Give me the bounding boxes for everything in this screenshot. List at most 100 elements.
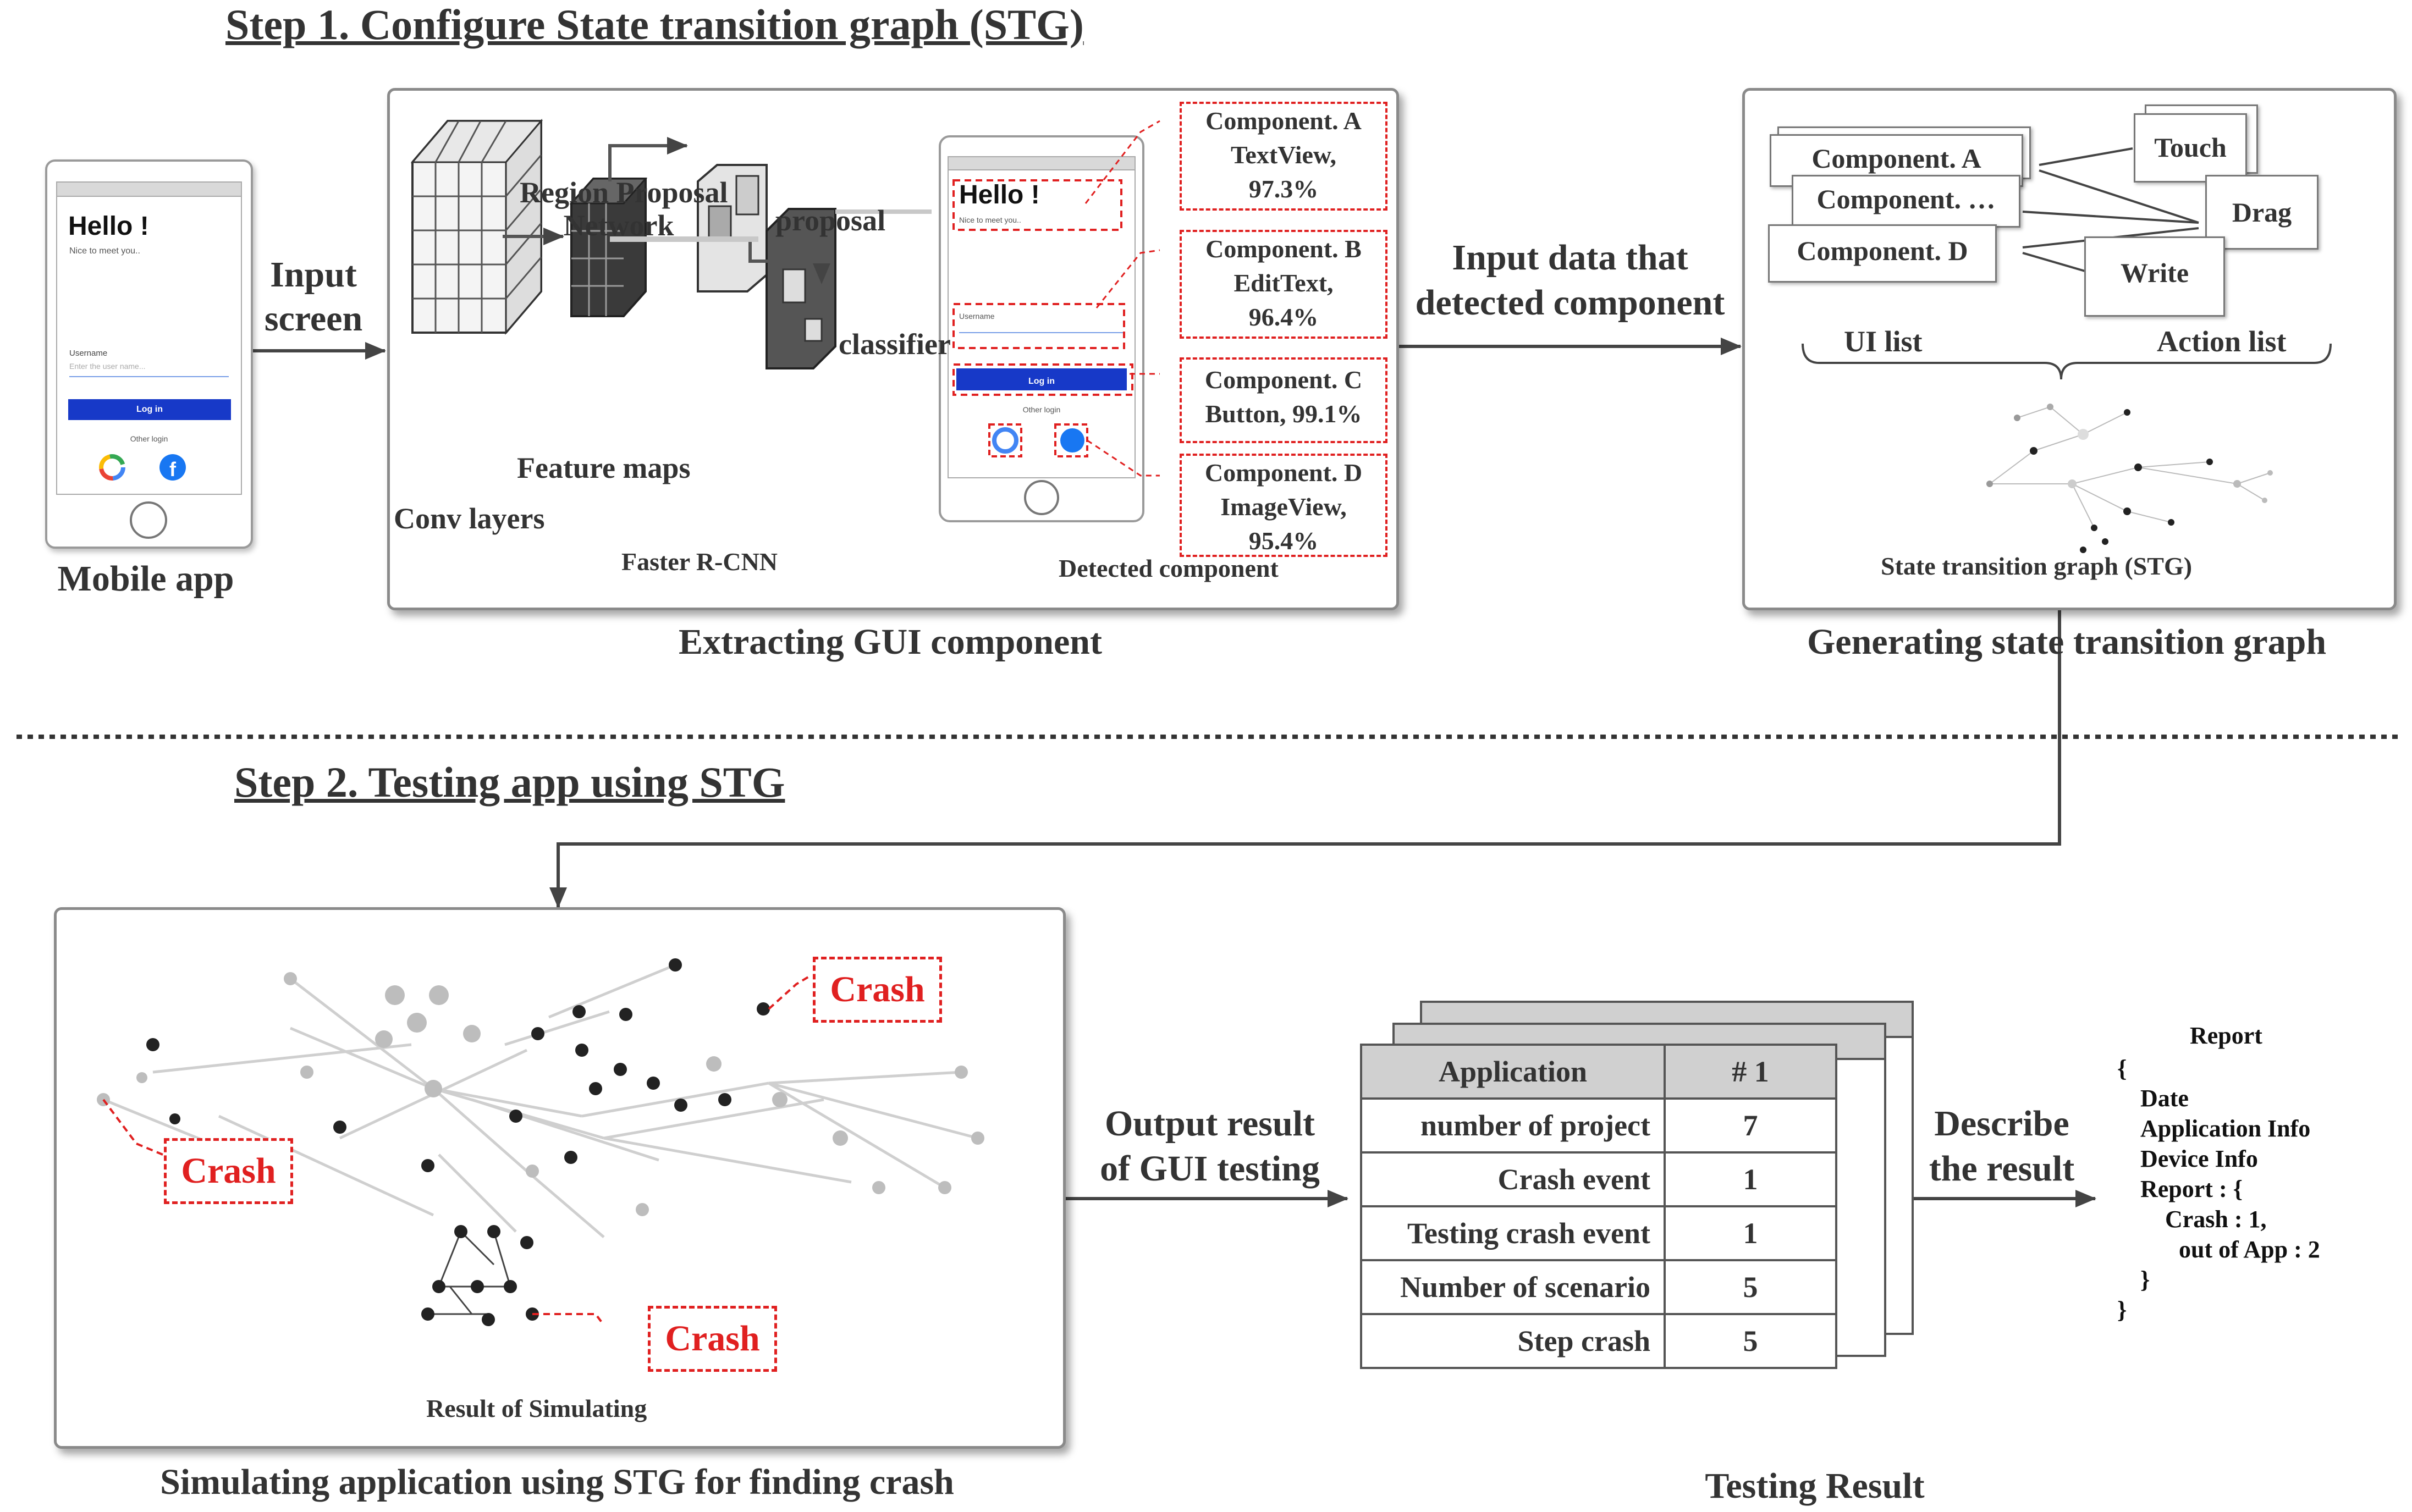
component-a-score: 97.3% — [1248, 175, 1319, 203]
component-b-name: Component. B — [1205, 235, 1362, 263]
faster-rcnn-title: Faster R-CNN — [621, 548, 778, 576]
input-screen-label-line1: Input — [270, 255, 357, 295]
facebook-icon[interactable]: f — [157, 452, 188, 483]
conv-layers-block — [410, 118, 543, 335]
stg-mini-network — [1989, 406, 2271, 528]
testing-result-table: Application # 1 number of project 7 Cras… — [1360, 1044, 1837, 1369]
simulation-network — [97, 958, 984, 1326]
ui-doc-d: Component. D — [1768, 224, 1997, 283]
component-d-type: ImageView, — [1220, 493, 1347, 521]
table-cell-label: number of project — [1360, 1097, 1666, 1154]
other-login-text: Other login — [130, 434, 168, 443]
table-cell-value: 1 — [1664, 1205, 1837, 1261]
mobile-app-caption: Mobile app — [57, 559, 234, 599]
extracting-gui-caption: Extracting GUI component — [679, 622, 1102, 662]
table-row: number of project 7 — [1360, 1097, 1837, 1154]
describe-result-label-line2: the result — [1929, 1149, 2075, 1189]
table-cell-value: 7 — [1664, 1097, 1837, 1154]
table-cell-label: Step crash — [1360, 1313, 1666, 1369]
component-a-type: TextView, — [1230, 141, 1337, 169]
detected-phone: Log in Other login Hello ! Nice to meet … — [939, 120, 1160, 522]
report-line: Crash : 1, — [2165, 1206, 2267, 1233]
component-c-box: Component. A Component. C Button, 99.1% — [1180, 357, 1387, 443]
brace — [1802, 343, 2332, 380]
table-row: Step crash 5 — [1360, 1313, 1837, 1369]
hello-text: Hello ! — [68, 212, 149, 241]
ui-list-label: UI list — [1844, 325, 1923, 358]
simulating-caption: Simulating application using STG for fin… — [160, 1462, 954, 1502]
input-screen-label: Input screen — [250, 253, 377, 341]
table-header-application: Application — [1360, 1044, 1666, 1100]
input-screen-label-line2: screen — [264, 299, 363, 339]
feature-maps-block — [569, 178, 648, 317]
component-c-name: Component. C — [1204, 366, 1363, 394]
ui-item-etc: Component. … — [1816, 184, 1996, 214]
describe-result-label: Describe the result — [1908, 1101, 2095, 1191]
component-d-box: Component. D ImageView, 95.4% — [1180, 454, 1387, 557]
describe-result-label-line1: Describe — [1934, 1103, 2069, 1144]
input-detected-label-line1: Input data that — [1452, 238, 1688, 278]
report-line: out of App : 2 — [2179, 1236, 2320, 1263]
crash-label-bottom: Crash — [648, 1306, 777, 1372]
rpn-label-line1: Region Proposal — [520, 176, 728, 209]
table-cell-value: 5 — [1664, 1259, 1837, 1315]
action-drag: Drag — [2232, 197, 2292, 228]
component-b-score: 96.4% — [1248, 303, 1319, 331]
crash-label-top: Crash — [813, 957, 942, 1023]
login-button[interactable]: Log in — [68, 399, 231, 420]
ui-doc-etc: Component. … — [1792, 175, 2020, 228]
table-row: Crash event 1 — [1360, 1151, 1837, 1207]
action-doc-touch: Touch — [2134, 113, 2247, 183]
output-result-label-line1: Output result — [1104, 1103, 1315, 1144]
action-list-label: Action list — [2157, 325, 2287, 358]
testing-result-caption: Testing Result — [1705, 1466, 1925, 1506]
stg-graph-label: State transition graph (STG) — [1881, 552, 2193, 580]
component-b-type: EditText, — [1233, 269, 1334, 297]
nice-text: Nice to meet you.. — [69, 246, 140, 256]
google-icon[interactable] — [96, 451, 129, 484]
mobile-phone: Hello ! Nice to meet you.. Username Ente… — [45, 159, 253, 549]
conv-layers-label: Conv layers — [394, 502, 545, 535]
faster-rcnn-diagram: Log in Other login Hello ! Nice to meet … — [410, 118, 1160, 522]
table-header-row: Application # 1 — [1360, 1044, 1837, 1100]
action-doc-write: Write — [2084, 236, 2225, 317]
report-line: Application Info — [2140, 1115, 2311, 1142]
proposal-label: proposal — [775, 204, 886, 237]
ui-item-a: Component. A — [1811, 143, 1981, 174]
component-b-box: Component. B EditText, 96.4% — [1180, 230, 1387, 339]
table-row: Number of scenario 5 — [1360, 1259, 1837, 1315]
step2-title: Step 2. Testing app using STG — [234, 758, 785, 806]
username-label: Username — [69, 349, 108, 358]
report-line: Device Info — [2140, 1145, 2258, 1172]
svg-text:f: f — [169, 458, 177, 481]
table-header-number: # 1 — [1664, 1044, 1837, 1100]
stg-to-simulation-arrow — [549, 605, 2061, 908]
input-detected-label: Input data that detected component — [1400, 235, 1741, 325]
report-document: Report { Date Application Info Device In… — [2096, 1006, 2371, 1353]
step1-title: Step 1. Configure State transition graph… — [225, 1, 1084, 48]
component-d-name: Component. D — [1204, 459, 1363, 487]
report-title: Report — [2190, 1022, 2262, 1049]
username-input[interactable]: Enter the user name... — [69, 362, 229, 377]
report-line: } — [2117, 1296, 2127, 1323]
table-row: Testing crash event 1 — [1360, 1205, 1837, 1261]
component-a-box: Component. A TextView, 97.3% — [1180, 102, 1387, 211]
table-cell-value: 1 — [1664, 1151, 1837, 1207]
report-line: { — [2117, 1055, 2127, 1082]
feature-maps-label: Feature maps — [517, 451, 691, 484]
report-line: Date — [2140, 1085, 2189, 1112]
svg-text:Other login: Other login — [1023, 405, 1060, 414]
table-cell-value: 5 — [1664, 1313, 1837, 1369]
table-cell-label: Number of scenario — [1360, 1259, 1666, 1315]
stg-diagram — [1802, 147, 2332, 553]
result-of-simulating-label: Result of Simulating — [426, 1394, 647, 1422]
svg-text:Nice to meet you..: Nice to meet you.. — [959, 216, 1021, 224]
report-line: } — [2140, 1266, 2150, 1293]
stg-mini-nodes — [1986, 404, 2273, 553]
input-detected-label-line2: detected component — [1415, 283, 1725, 323]
table-cell-label: Testing crash event — [1360, 1205, 1666, 1261]
svg-text:Hello !: Hello ! — [959, 180, 1040, 209]
action-touch: Touch — [2154, 132, 2227, 163]
rpn-label-line2: Network — [563, 209, 674, 242]
